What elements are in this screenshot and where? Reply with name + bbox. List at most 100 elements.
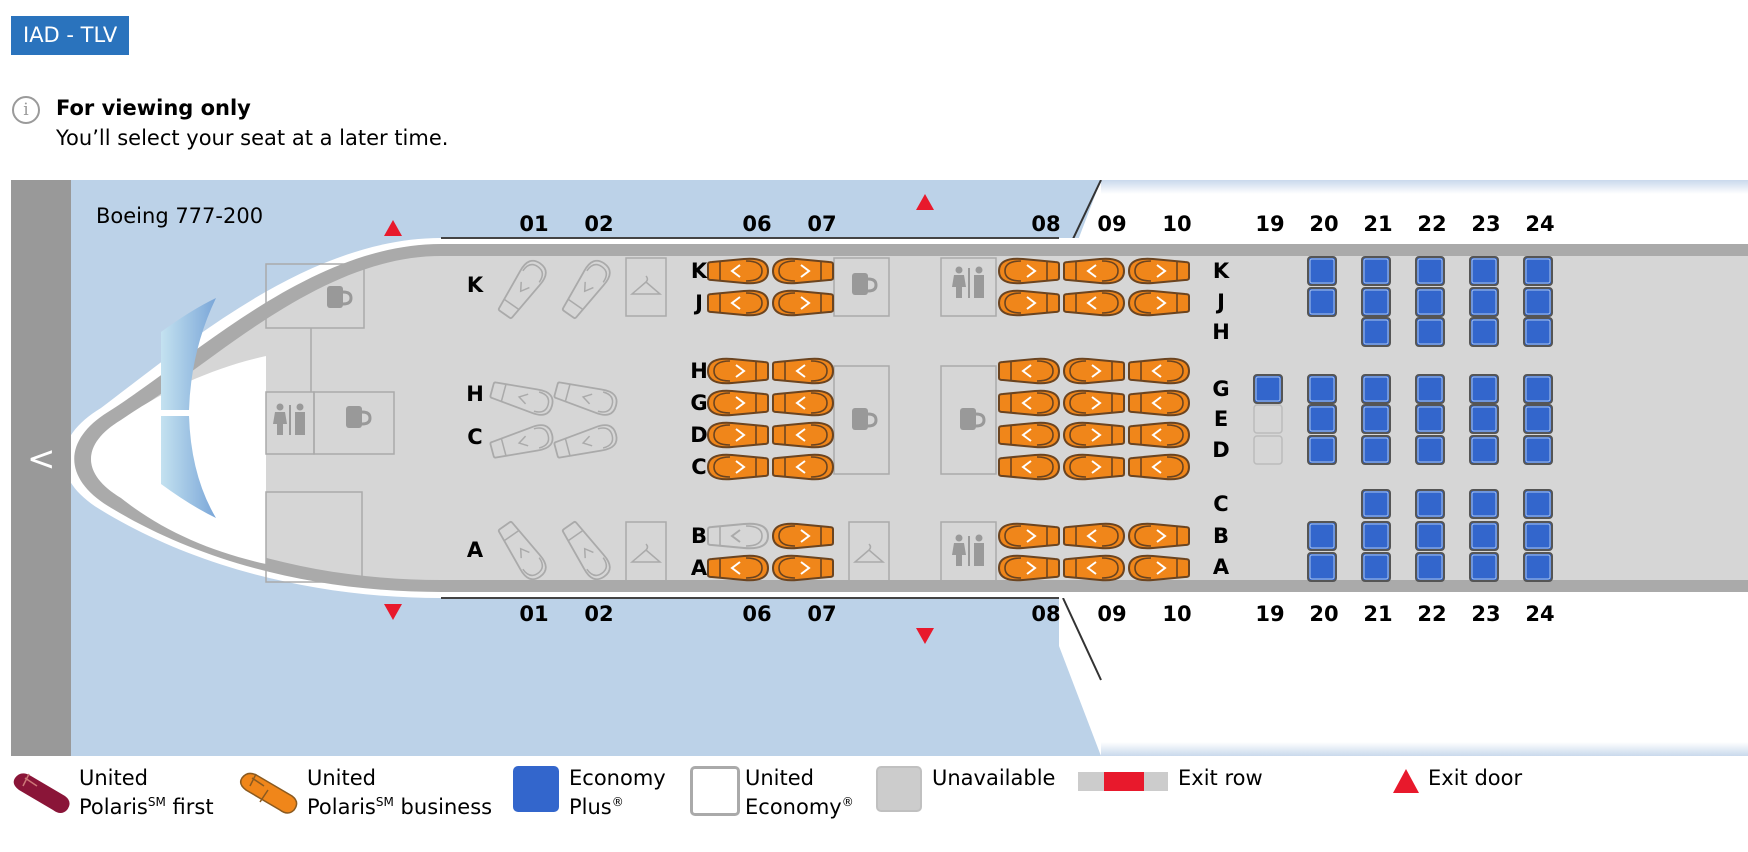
business-seat[interactable] <box>706 421 769 449</box>
business-seat[interactable] <box>1063 554 1126 582</box>
economy-plus-seat[interactable] <box>1415 374 1445 404</box>
economy-plus-seat[interactable] <box>1307 521 1337 551</box>
economy-plus-seat[interactable] <box>1361 435 1391 465</box>
economy-plus-seat[interactable] <box>1523 552 1553 582</box>
seat-highlight <box>1525 289 1551 315</box>
business-seat[interactable] <box>1127 554 1190 582</box>
seat-highlight <box>1471 319 1497 345</box>
business-seat[interactable] <box>998 453 1061 481</box>
business-seat[interactable] <box>997 289 1060 317</box>
economy-plus-seat[interactable] <box>1307 374 1337 404</box>
business-seat[interactable] <box>772 421 835 449</box>
economy-plus-seat[interactable] <box>1469 256 1499 286</box>
business-seat[interactable] <box>1127 257 1190 285</box>
economy-plus-seat[interactable] <box>1361 552 1391 582</box>
business-seat[interactable] <box>1063 257 1126 285</box>
business-seat[interactable] <box>998 421 1061 449</box>
lavatory-mid-bottom <box>940 521 997 583</box>
business-seat[interactable] <box>998 357 1061 385</box>
business-seat[interactable] <box>1128 357 1191 385</box>
economy-plus-seat[interactable] <box>1523 489 1553 519</box>
economy-plus-seat[interactable] <box>1415 489 1445 519</box>
galley-business-mid <box>833 365 890 475</box>
economy-plus-seat[interactable] <box>1469 521 1499 551</box>
economy-plus-seat[interactable] <box>1523 317 1553 347</box>
economy-plus-seat[interactable] <box>1361 374 1391 404</box>
business-seat[interactable] <box>706 453 769 481</box>
economy-plus-seat[interactable] <box>1307 256 1337 286</box>
economy-plus-seat[interactable] <box>1469 287 1499 317</box>
economy-plus-seat[interactable] <box>1523 287 1553 317</box>
business-seat[interactable] <box>1127 522 1190 550</box>
business-seat[interactable] <box>1062 421 1125 449</box>
economy-plus-seat[interactable] <box>1415 256 1445 286</box>
economy-plus-seat[interactable] <box>1469 317 1499 347</box>
seat-letter: H <box>466 382 484 406</box>
seat-highlight <box>1417 437 1443 463</box>
business-seat[interactable] <box>771 257 834 285</box>
economy-plus-seat[interactable] <box>1415 287 1445 317</box>
economy-plus-seat[interactable] <box>1307 435 1337 465</box>
business-seat[interactable] <box>1062 357 1125 385</box>
seat-highlight <box>1309 376 1335 402</box>
business-seat[interactable] <box>707 554 770 582</box>
economy-plus-seat[interactable] <box>1415 521 1445 551</box>
business-seat[interactable] <box>1063 522 1126 550</box>
business-seat[interactable] <box>772 357 835 385</box>
business-seat[interactable] <box>998 389 1061 417</box>
economy-plus-seat[interactable] <box>1307 287 1337 317</box>
business-seat[interactable] <box>1128 421 1191 449</box>
economy-plus-seat[interactable] <box>1469 552 1499 582</box>
business-seat[interactable] <box>1128 453 1191 481</box>
economy-plus-seat[interactable] <box>1307 404 1337 434</box>
business-seat[interactable] <box>997 522 1060 550</box>
economy-plus-seat[interactable] <box>1361 256 1391 286</box>
seat-highlight <box>1417 258 1443 284</box>
scroll-left-button[interactable]: < <box>11 180 71 756</box>
seat-letter: C <box>467 425 483 449</box>
notice-subtitle: You’ll select your seat at a later time. <box>56 126 449 150</box>
business-seat[interactable] <box>997 554 1060 582</box>
seat-letter: C <box>1213 492 1229 516</box>
economy-plus-seat[interactable] <box>1523 374 1553 404</box>
row-number-top: 06 <box>742 212 772 236</box>
business-seat[interactable] <box>771 554 834 582</box>
economy-plus-seat[interactable] <box>1361 404 1391 434</box>
economy-plus-seat[interactable] <box>1415 552 1445 582</box>
business-seat[interactable] <box>1127 289 1190 317</box>
business-seat[interactable] <box>771 522 834 550</box>
economy-plus-seat[interactable] <box>1469 404 1499 434</box>
row-number-bottom: 10 <box>1162 602 1192 626</box>
business-seat[interactable] <box>706 389 769 417</box>
economy-plus-seat[interactable] <box>1415 404 1445 434</box>
business-seat[interactable] <box>1063 289 1126 317</box>
economy-plus-seat[interactable] <box>1361 287 1391 317</box>
business-seat[interactable] <box>771 289 834 317</box>
row-number-top: 23 <box>1471 212 1501 236</box>
economy-plus-seat[interactable] <box>1307 552 1337 582</box>
business-seat[interactable] <box>706 357 769 385</box>
economy-plus-seat[interactable] <box>1361 521 1391 551</box>
seat-map-canvas <box>63 180 1748 756</box>
economy-plus-seat[interactable] <box>1523 404 1553 434</box>
business-seat[interactable] <box>1128 389 1191 417</box>
economy-plus-seat[interactable] <box>1361 489 1391 519</box>
business-seat[interactable] <box>707 257 770 285</box>
economy-plus-seat[interactable] <box>1415 317 1445 347</box>
economy-plus-seat[interactable] <box>1469 374 1499 404</box>
seat-highlight <box>1309 437 1335 463</box>
business-seat[interactable] <box>772 453 835 481</box>
economy-plus-seat[interactable] <box>1469 489 1499 519</box>
economy-plus-seat[interactable] <box>1361 317 1391 347</box>
economy-plus-seat[interactable] <box>1469 435 1499 465</box>
economy-plus-seat[interactable] <box>1415 435 1445 465</box>
economy-plus-seat[interactable] <box>1523 256 1553 286</box>
economy-plus-seat[interactable] <box>1523 521 1553 551</box>
business-seat[interactable] <box>997 257 1060 285</box>
business-seat[interactable] <box>707 289 770 317</box>
business-seat[interactable] <box>1062 453 1125 481</box>
economy-plus-seat[interactable] <box>1253 374 1283 404</box>
economy-plus-seat[interactable] <box>1523 435 1553 465</box>
business-seat[interactable] <box>1062 389 1125 417</box>
business-seat[interactable] <box>772 389 835 417</box>
